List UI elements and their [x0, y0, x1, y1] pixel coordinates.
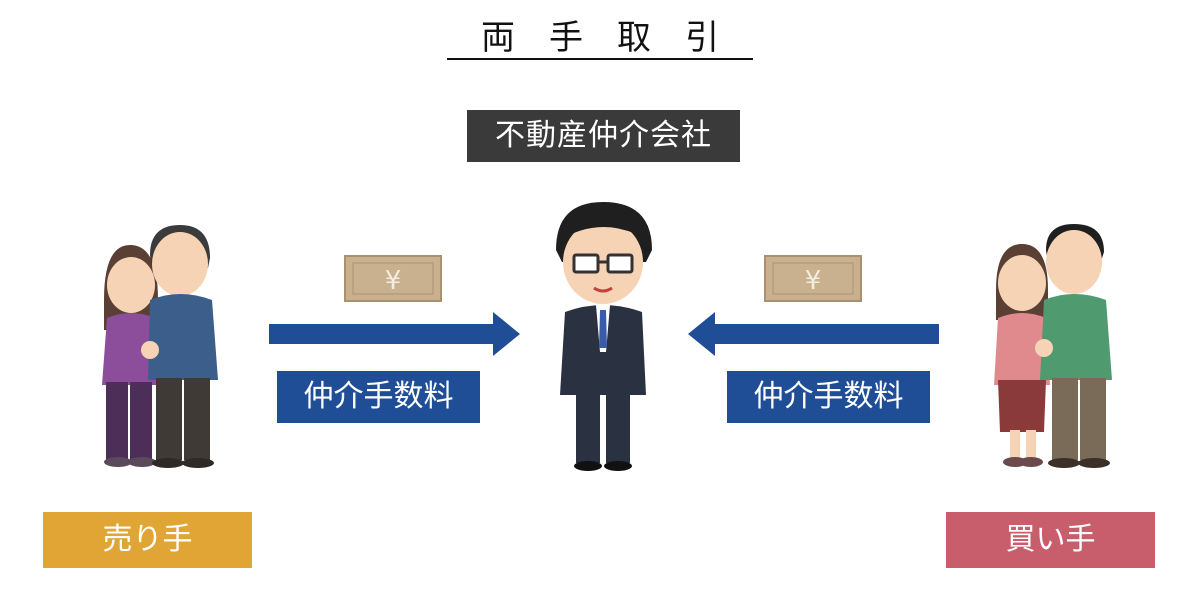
fee-label-left: 仲介手数料 — [277, 371, 480, 423]
yen-bill-right: ¥ — [764, 255, 862, 302]
buyer-couple-illustration — [994, 224, 1112, 468]
fee-arrow-to-agent-left — [269, 312, 520, 356]
page-title-text: 両手取引 — [447, 18, 753, 60]
fee-arrow-to-agent-right — [688, 312, 939, 356]
seller-couple-illustration — [102, 225, 218, 468]
buyer-label: 買い手 — [946, 512, 1155, 568]
svg-text:¥: ¥ — [805, 266, 822, 296]
agent-illustration — [556, 202, 652, 471]
fee-label-right: 仲介手数料 — [727, 371, 930, 423]
seller-label: 売り手 — [43, 512, 252, 568]
page-title: 両手取引 — [0, 14, 1200, 62]
yen-bill-left: ¥ — [344, 255, 442, 302]
company-label: 不動産仲介会社 — [467, 110, 740, 162]
svg-text:¥: ¥ — [385, 266, 402, 296]
